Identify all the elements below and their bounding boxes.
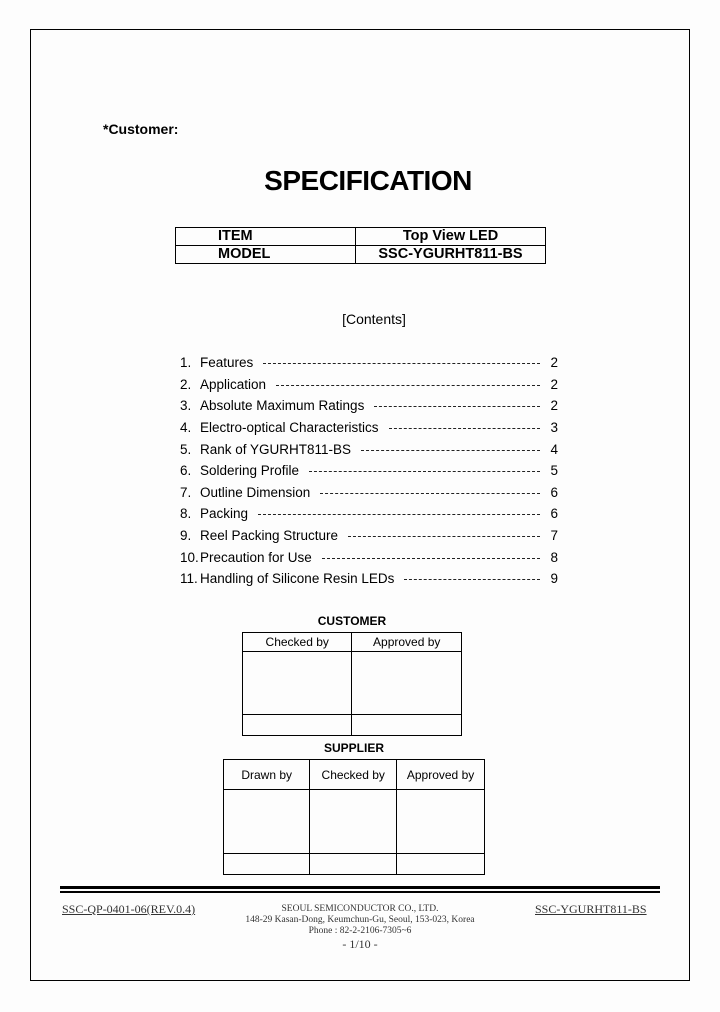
column-header: Drawn by bbox=[222, 759, 311, 790]
toc-leader bbox=[374, 406, 540, 408]
toc-item: 2. Application 2 bbox=[180, 374, 558, 396]
toc-page: 9 bbox=[550, 571, 558, 587]
date-cell bbox=[309, 853, 398, 875]
toc-page: 7 bbox=[550, 528, 558, 544]
toc-item: 7. Outline Dimension 6 bbox=[180, 482, 558, 504]
date-cell bbox=[396, 853, 485, 875]
toc-leader bbox=[404, 579, 540, 581]
toc-num: 9. bbox=[180, 528, 192, 544]
company-info: SEOUL SEMICONDUCTOR CO., LTD. 148-29 Kas… bbox=[230, 904, 490, 951]
page-title: SPECIFICATION bbox=[264, 165, 472, 196]
toc-num: 5. bbox=[180, 441, 192, 457]
spec-value: Top View LED bbox=[355, 227, 546, 246]
toc-page: 6 bbox=[550, 506, 558, 522]
toc-item: 5. Rank of YGURHT811-BS 4 bbox=[180, 438, 558, 460]
supplier-section-title: SUPPLIER bbox=[323, 741, 384, 755]
toc-label: Precaution for Use bbox=[200, 549, 312, 565]
toc-page: 2 bbox=[550, 398, 558, 414]
supplier-signature-table: Drawn by Checked by Approved by bbox=[222, 759, 485, 875]
toc-item: 9. Reel Packing Structure 7 bbox=[180, 525, 558, 547]
toc-label: Reel Packing Structure bbox=[200, 528, 339, 544]
column-header: Checked by bbox=[241, 632, 353, 652]
page-border bbox=[30, 29, 690, 981]
toc-item: 3. Absolute Maximum Ratings 2 bbox=[180, 395, 558, 417]
customer-label: *Customer: bbox=[103, 121, 179, 137]
spec-key: ITEM bbox=[175, 227, 356, 246]
toc-item: 11.Handling of Silicone Resin LEDs 9 bbox=[180, 568, 558, 590]
toc-leader bbox=[361, 449, 540, 451]
column-header: Approved by bbox=[396, 759, 485, 790]
toc-label: Features bbox=[200, 355, 254, 371]
toc-page: 2 bbox=[550, 355, 558, 371]
toc-item: 1. Features 2 bbox=[180, 352, 558, 374]
toc-num: 6. bbox=[180, 463, 192, 479]
toc-page: 5 bbox=[550, 463, 558, 479]
company-phone: Phone : 82-2-2106-7305~6 bbox=[308, 926, 412, 936]
toc-label: Outline Dimension bbox=[200, 484, 311, 500]
company-name: SEOUL SEMICONDUCTOR CO., LTD. bbox=[281, 904, 439, 914]
toc-leader bbox=[309, 471, 540, 473]
toc-leader bbox=[388, 428, 540, 430]
toc-num: 4. bbox=[180, 420, 192, 436]
toc-label: Rank of YGURHT811-BS bbox=[200, 441, 352, 457]
signature-cell bbox=[241, 651, 353, 715]
toc-item: 6. Soldering Profile 5 bbox=[180, 460, 558, 482]
doc-code: SSC-QP-0401-06(REV.0.4) bbox=[62, 902, 196, 916]
toc-num: 3. bbox=[180, 398, 192, 414]
toc-label: Handling of Silicone Resin LEDs bbox=[200, 571, 395, 587]
signature-cell bbox=[396, 789, 485, 854]
toc-leader bbox=[348, 536, 540, 538]
footer-divider-thin bbox=[60, 891, 660, 893]
toc-label: Soldering Profile bbox=[200, 463, 300, 479]
table-of-contents: 1. Features 2 2. Application 2 3. Absolute Ma… bbox=[180, 352, 558, 590]
column-header: Checked by bbox=[309, 759, 398, 790]
toc-page: 3 bbox=[550, 420, 558, 436]
toc-num: 11. bbox=[180, 571, 198, 587]
toc-num: 8. bbox=[180, 506, 192, 522]
toc-item: 10.Precaution for Use 8 bbox=[180, 546, 558, 568]
toc-page: 6 bbox=[550, 484, 558, 500]
toc-leader bbox=[258, 514, 540, 516]
customer-signature-table: Checked by Approved by bbox=[241, 632, 462, 736]
toc-item: 8. Packing 6 bbox=[180, 503, 558, 525]
date-cell bbox=[241, 714, 353, 736]
toc-label: Electro-optical Characteristics bbox=[200, 420, 379, 436]
toc-page: 4 bbox=[550, 441, 558, 457]
toc-page: 2 bbox=[550, 376, 558, 392]
toc-leader bbox=[320, 492, 540, 494]
page-number: - 1/10 - bbox=[342, 937, 378, 951]
toc-leader bbox=[263, 363, 540, 365]
column-header: Approved by bbox=[351, 632, 462, 652]
toc-num: 7. bbox=[180, 484, 192, 500]
toc-leader bbox=[276, 384, 540, 386]
toc-label: Application bbox=[200, 376, 267, 392]
customer-section-title: CUSTOMER bbox=[317, 614, 387, 628]
spec-key: MODEL bbox=[175, 245, 356, 264]
footer-divider-thick bbox=[60, 886, 660, 889]
toc-label: Packing bbox=[200, 506, 249, 522]
footer-model: SSC-YGURHT811-BS bbox=[535, 902, 647, 916]
toc-num: 10. bbox=[180, 549, 199, 565]
spec-table: ITEM Top View LED MODEL SSC-YGURHT811-BS bbox=[175, 227, 546, 264]
toc-item: 4. Electro-optical Characteristics 3 bbox=[180, 417, 558, 439]
date-cell bbox=[222, 853, 311, 875]
toc-leader bbox=[321, 557, 540, 559]
spec-value: SSC-YGURHT811-BS bbox=[355, 245, 546, 264]
signature-cell bbox=[222, 789, 311, 854]
signature-cell bbox=[351, 651, 462, 715]
toc-label: Absolute Maximum Ratings bbox=[200, 398, 365, 414]
company-address: 148-29 Kasan-Dong, Keumchun-Gu, Seoul, 1… bbox=[245, 915, 475, 925]
toc-page: 8 bbox=[550, 549, 558, 565]
contents-title: [Contents] bbox=[342, 311, 406, 327]
spec-row-model: MODEL SSC-YGURHT811-BS bbox=[175, 245, 546, 264]
spec-row-item: ITEM Top View LED bbox=[175, 227, 546, 246]
toc-num: 1. bbox=[180, 355, 192, 371]
signature-cell bbox=[309, 789, 398, 854]
toc-num: 2. bbox=[180, 376, 192, 392]
date-cell bbox=[351, 714, 462, 736]
